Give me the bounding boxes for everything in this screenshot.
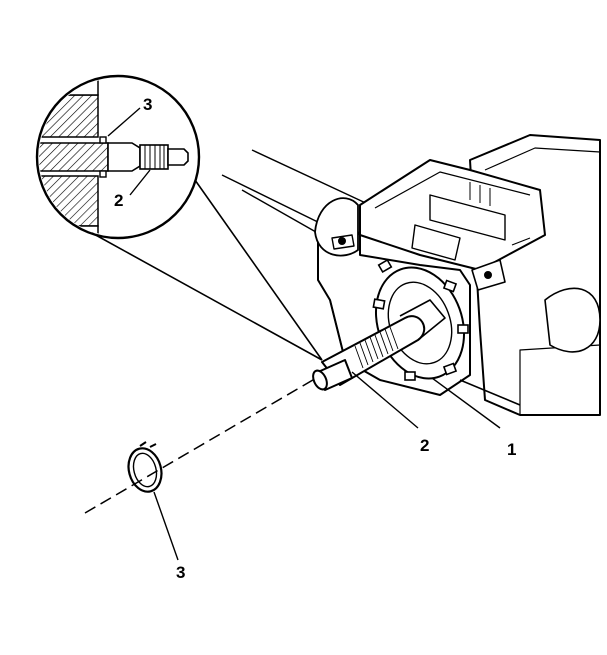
inset-projection-lines xyxy=(91,179,323,361)
retaining-ring xyxy=(127,441,163,493)
assembly-centerline xyxy=(84,376,319,514)
callout-3: 3 xyxy=(176,563,186,582)
callout-1: 1 xyxy=(507,440,517,459)
inset-callout-2: 2 xyxy=(114,191,124,210)
steering-shaft xyxy=(312,299,446,391)
detail-inset xyxy=(35,74,201,240)
callout-2: 2 xyxy=(420,436,430,455)
leader-lines xyxy=(107,107,501,561)
inset-callout-3: 3 xyxy=(143,95,153,114)
